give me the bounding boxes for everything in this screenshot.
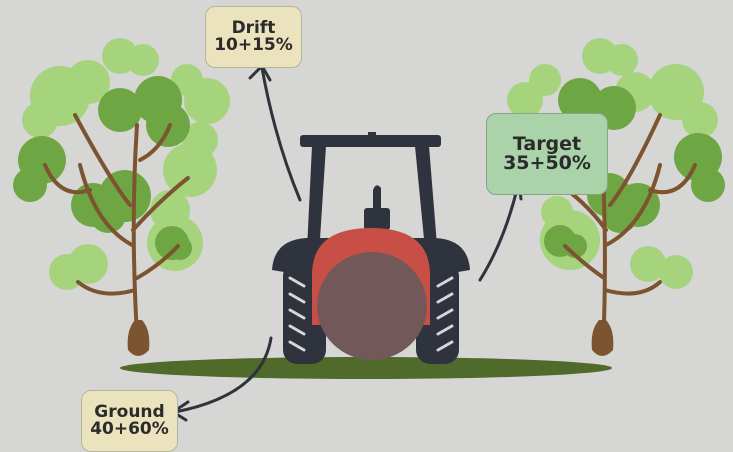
target-label-range: 35+50% (503, 152, 591, 174)
ground-label-range: 40+60% (90, 419, 169, 439)
drift-label-title: Drift (231, 18, 276, 38)
drift-label-range: 10+15% (214, 35, 293, 55)
target-label: Target 35+50% (486, 113, 608, 195)
ground-label: Ground 40+60% (81, 390, 178, 452)
tree-left-icon (13, 38, 230, 356)
ground-label-title: Ground (94, 402, 165, 422)
ground-patch-icon (120, 357, 612, 379)
tractor-icon (272, 132, 470, 364)
drift-label: Drift 10+15% (205, 6, 302, 68)
target-label-title: Target (512, 133, 582, 155)
ground-arrow (173, 336, 273, 414)
target-arrow (478, 183, 520, 282)
tree-right-icon (507, 38, 725, 356)
drift-arrow (260, 66, 302, 202)
